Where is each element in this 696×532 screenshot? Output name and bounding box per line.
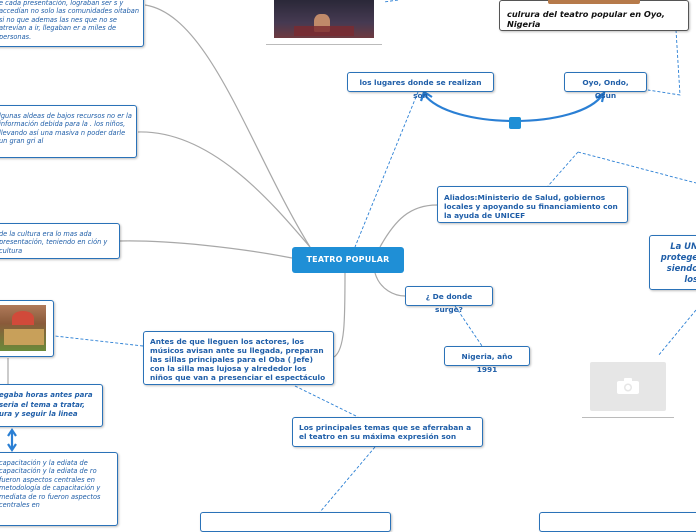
node-presentacion[interactable]: e cada presentación, lograban ser s y ac… bbox=[0, 0, 144, 47]
node-aliados[interactable]: Aliados:Ministerio de Salud, gobiernos l… bbox=[437, 186, 628, 223]
node-bottom-center[interactable] bbox=[200, 512, 391, 532]
node-cultura[interactable]: de la cultura era lo mas ada presentació… bbox=[0, 223, 120, 259]
camera-icon bbox=[616, 377, 640, 395]
node-antes[interactable]: Antes de que lleguen los actores, los mú… bbox=[143, 331, 334, 385]
central-topic[interactable]: TEATRO POPULAR bbox=[292, 247, 404, 273]
node-unicef[interactable]: La UN protege siendo los bbox=[649, 235, 696, 290]
photo-placeholder[interactable] bbox=[590, 362, 666, 411]
node-bottom-right[interactable] bbox=[539, 512, 696, 532]
dance-photo bbox=[0, 305, 46, 351]
node-temas[interactable]: Los principales temas que se aferraban a… bbox=[292, 417, 483, 447]
theatre-photo-top bbox=[274, 0, 374, 38]
node-oyo[interactable]: Oyo, Ondo, Osun bbox=[564, 72, 647, 92]
node-lugares[interactable]: los lugares donde se realizan son bbox=[347, 72, 494, 92]
node-surge[interactable]: ¿ De donde surge? bbox=[405, 286, 493, 306]
node-capacitacion[interactable]: capacitación y la ediata de capacitación… bbox=[0, 452, 118, 526]
node-cultura-oyo[interactable]: culrura del teatro popular en Oyo, Niger… bbox=[499, 0, 689, 31]
node-nigeria[interactable]: Nigeria, año 1991 bbox=[444, 346, 530, 366]
placeholder-caption-line bbox=[582, 417, 674, 418]
node-aldeas[interactable]: lgunas aldeas de bajos recursos no er la… bbox=[0, 105, 137, 158]
node-llegaba[interactable]: egaba horas antes para seria el tema a t… bbox=[0, 384, 103, 427]
node-photo-left[interactable] bbox=[0, 300, 54, 357]
photo-caption-line bbox=[266, 44, 382, 45]
